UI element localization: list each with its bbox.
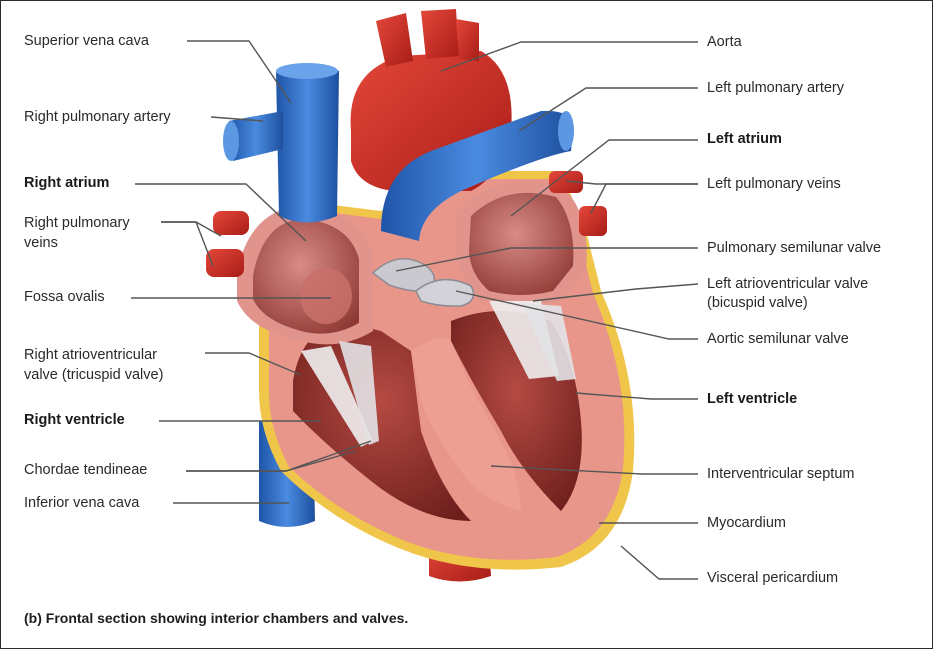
right-pulmonary-artery-shape <box>229 111 283 161</box>
label-superior-vena-cava: Superior vena cava <box>24 33 149 49</box>
left-pulmonary-vein-upper <box>549 171 583 193</box>
label-left-av-valve-line1: Left atrioventricular valve <box>707 276 869 292</box>
label-aortic-semilunar-valve: Aortic semilunar valve <box>707 331 849 347</box>
label-right-atrium: Right atrium <box>24 175 110 191</box>
aorta-branch-1 <box>376 13 413 67</box>
label-left-pulmonary-veins: Left pulmonary veins <box>707 176 841 192</box>
label-right-av-valve-line1: Right atrioventricular <box>24 347 157 363</box>
figure-caption: (b) Frontal section showing interior cha… <box>24 610 409 626</box>
label-right-pulmonary-artery: Right pulmonary artery <box>24 109 171 125</box>
right-pulmonary-vein-upper <box>213 211 249 235</box>
leader-lines <box>131 40 699 580</box>
label-interventricular-septum: Interventricular septum <box>707 466 855 482</box>
label-myocardium: Myocardium <box>707 515 786 531</box>
label-left-pulmonary-artery: Left pulmonary artery <box>707 80 845 96</box>
tricuspid-valve-shape-2 <box>339 341 379 445</box>
label-aorta: Aorta <box>707 34 742 50</box>
label-right-pulmonary-veins-line1: Right pulmonary <box>24 215 130 231</box>
superior-vena-cava-shape <box>276 65 339 223</box>
label-inferior-vena-cava: Inferior vena cava <box>24 495 140 511</box>
label-right-av-valve-line2: valve (tricuspid valve) <box>24 367 164 383</box>
label-right-pulmonary-veins-line2: veins <box>24 235 58 251</box>
label-fossa-ovalis: Fossa ovalis <box>24 289 105 305</box>
aortic-semilunar-valve-shape <box>415 278 475 307</box>
interventricular-septum-shape <box>411 337 521 511</box>
label-left-ventricle: Left ventricle <box>707 391 798 407</box>
aorta-branch-3 <box>456 19 479 61</box>
label-left-atrium: Left atrium <box>707 131 782 147</box>
left-pulmonary-vein-lower <box>579 206 607 236</box>
right-pulmonary-vein-lower <box>206 249 244 277</box>
label-right-ventricle: Right ventricle <box>24 412 125 428</box>
label-chordae-tendineae: Chordae tendineae <box>24 462 148 478</box>
fossa-ovalis-shape <box>300 268 352 324</box>
label-pulmonary-semilunar-valve: Pulmonary semilunar valve <box>707 240 882 256</box>
aorta-branch-2 <box>421 9 459 59</box>
bicuspid-valve-shape-2 <box>521 303 576 381</box>
label-left-av-valve-line2: (bicuspid valve) <box>707 295 808 311</box>
label-visceral-pericardium: Visceral pericardium <box>707 570 839 586</box>
left-atrium-cavity <box>469 192 574 295</box>
pulmonary-trunk-shape <box>381 110 573 242</box>
tricuspid-valve-shape <box>301 346 373 447</box>
